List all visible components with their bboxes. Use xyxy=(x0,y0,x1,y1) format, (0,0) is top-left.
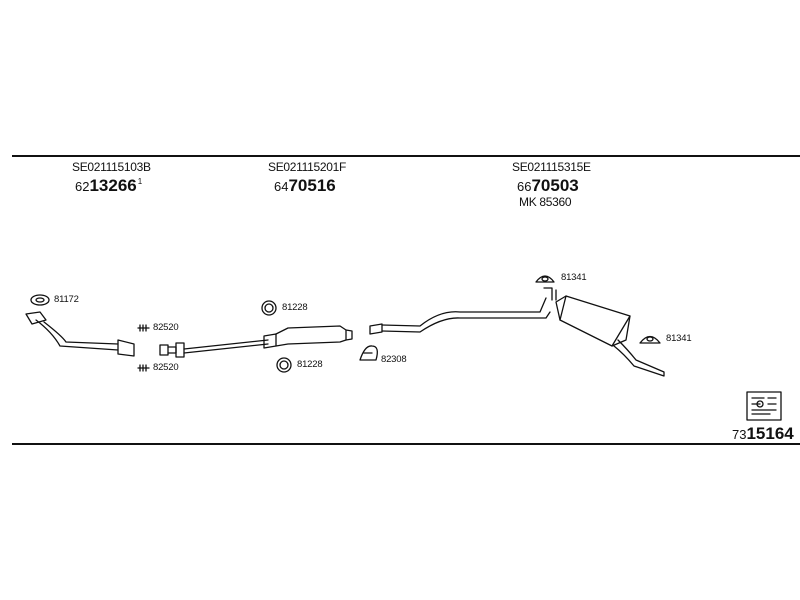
part-81228-bottom-label: 81228 xyxy=(297,359,323,370)
section-3-number-prefix: 66 xyxy=(517,179,532,194)
clamp-icon xyxy=(359,345,378,361)
section-3-code: SE021115315E xyxy=(512,160,591,174)
part-81172-label: 81172 xyxy=(54,294,79,305)
footer-number-main: 15164 xyxy=(746,424,794,443)
hanger-icon xyxy=(639,335,661,344)
gasket-icon xyxy=(30,294,50,306)
hanger-icon xyxy=(535,275,555,283)
part-81341-top-label: 81341 xyxy=(561,272,587,283)
middle-pipe xyxy=(183,325,353,354)
bottom-divider xyxy=(12,443,800,445)
rear-silencer xyxy=(543,287,665,377)
section-2-code: SE021115201F xyxy=(268,160,347,174)
part-82308-label: 82308 xyxy=(381,354,407,365)
top-divider xyxy=(12,155,800,157)
section-2-number-main: 70516 xyxy=(288,176,336,195)
section-1-number: 62132661 xyxy=(75,176,142,196)
footer-number: 7315164 xyxy=(732,424,794,444)
section-1-number-main: 13266 xyxy=(89,176,137,195)
section-3-kit: MK 85360 xyxy=(519,195,572,209)
catalog-book-icon xyxy=(746,391,782,421)
section-1-code: SE021115103B xyxy=(72,160,151,174)
section-3-number-main: 70503 xyxy=(531,176,579,195)
part-81341-right-label: 81341 xyxy=(666,333,692,344)
section-2-number: 6470516 xyxy=(274,176,336,196)
ring-icon xyxy=(276,357,292,373)
section-1-number-suffix: 1 xyxy=(137,177,143,186)
ring-icon xyxy=(261,300,277,316)
bolt-icon xyxy=(137,364,150,372)
section-2-number-prefix: 64 xyxy=(274,179,289,194)
section-1-number-prefix: 62 xyxy=(75,179,90,194)
rear-pipe xyxy=(369,297,551,335)
part-82520-bottom-label: 82520 xyxy=(153,362,179,373)
front-pipe xyxy=(25,311,135,357)
part-81228-top-label: 81228 xyxy=(282,302,308,313)
connector-pipe xyxy=(159,342,185,358)
footer-number-prefix: 73 xyxy=(732,427,747,442)
bolt-icon xyxy=(137,324,150,332)
part-82520-top-label: 82520 xyxy=(153,322,179,333)
section-3-number: 6670503 xyxy=(517,176,579,196)
